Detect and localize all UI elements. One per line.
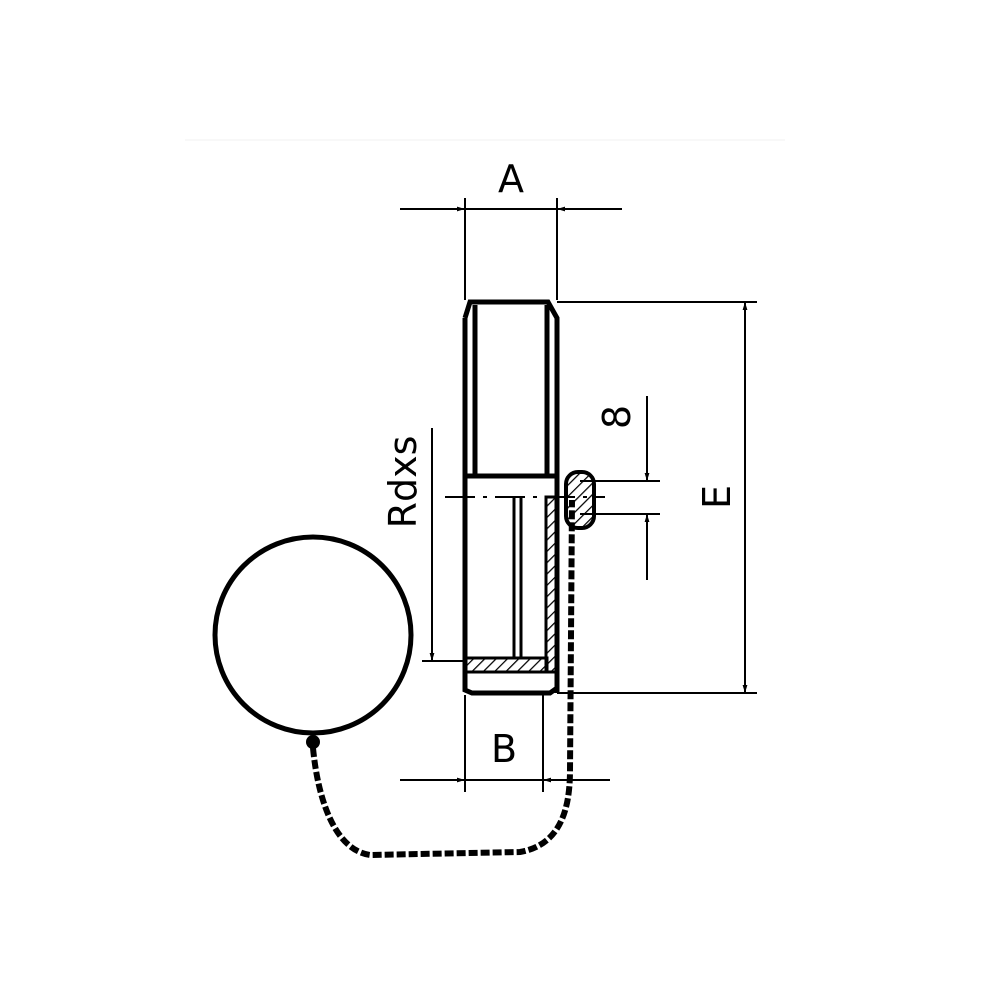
label-a: A bbox=[498, 157, 524, 201]
dimension-8 bbox=[580, 396, 660, 580]
label-e: E bbox=[695, 485, 739, 509]
dimension-rdxs bbox=[422, 428, 465, 662]
dimension-e bbox=[557, 301, 757, 694]
ring-eyelet bbox=[306, 735, 320, 749]
label-8: 8 bbox=[595, 405, 639, 429]
plug-body bbox=[462, 299, 560, 696]
label-rdxs: Rdxs bbox=[381, 436, 425, 529]
chain bbox=[310, 499, 575, 859]
dimension-a bbox=[400, 198, 622, 300]
dimension-b bbox=[400, 695, 610, 792]
label-b: B bbox=[491, 727, 517, 771]
ring bbox=[212, 534, 414, 736]
